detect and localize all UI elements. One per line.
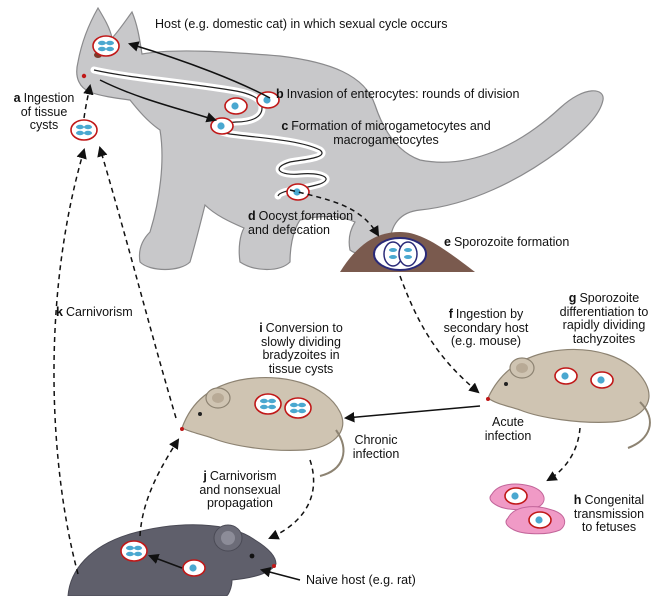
label-acute-infection: Acute infection (478, 415, 538, 443)
label-g-line4: tachyzoites (572, 331, 636, 346)
label-h-line3: to fetuses (581, 520, 637, 534)
label-d-letter: d (248, 209, 256, 223)
label-f-line1: Ingestion by (455, 307, 524, 321)
mouse-secondary-host (486, 348, 651, 449)
label-chronic-infection: Chronic infection (346, 433, 406, 461)
label-j-line3: propagation (206, 496, 274, 510)
label-a-line3: cysts (29, 118, 59, 132)
label-naive-host: Naive host (e.g. rat) (306, 573, 416, 587)
label-c-line1: Formation of microgametocytes and (291, 119, 491, 133)
label-d-line2: and defecation (248, 222, 331, 237)
label-f-line2: secondary host (443, 320, 529, 335)
acute-line2: infection (484, 428, 532, 443)
oocyst-soil-mound (340, 232, 475, 272)
label-k-letter: k (56, 305, 63, 319)
label-d-line1: Oocyst formation (258, 209, 354, 223)
label-e-letter: e (444, 235, 451, 249)
label-g-line3: rapidly dividing (562, 318, 646, 332)
label-a-letter: a (13, 91, 21, 105)
label-i-line2: slowly dividing (261, 334, 341, 349)
label-j-line1: Carnivorism (209, 469, 277, 483)
label-f-letter: f (448, 307, 453, 321)
label-i-letter: i (259, 321, 263, 335)
host-title-label: Host (e.g. domestic cat) in which sexual… (155, 17, 448, 31)
label-g-line1: Sporozoite (579, 291, 640, 305)
cycle-arrows (53, 83, 581, 581)
label-i-line4: tissue cysts (268, 361, 334, 376)
label-b-letter: b (276, 87, 284, 101)
label-a-line2: of tissue (20, 104, 68, 119)
label-h-line2: transmission (573, 506, 645, 521)
label-e-text: Sporozoite formation (453, 235, 570, 249)
rat-naive-host (67, 524, 277, 596)
label-i-line3: bradyzoites in (262, 348, 340, 362)
label-j-letter: j (203, 469, 207, 483)
label-k-text: Carnivorism (65, 305, 133, 319)
label-h-line1: Congenital (584, 493, 645, 507)
label-i-line1: Conversion to (265, 321, 343, 335)
cat-host-illustration (76, 6, 604, 271)
chronic-line2: infection (352, 446, 400, 461)
label-c-letter: c (281, 119, 289, 133)
label-c-line2: macrogametocytes (333, 132, 439, 147)
chronic-line1: Chronic (354, 433, 398, 447)
label-b-text: Invasion of enterocytes: rounds of divis… (286, 87, 520, 101)
mouse-chronic-host (180, 376, 345, 477)
label-a-line1: Ingestion (23, 91, 75, 105)
acute-line1: Acute (492, 415, 524, 429)
fetuses-illustration (489, 483, 566, 535)
label-g-letter: g (568, 291, 577, 305)
label-h-letter: h (573, 493, 582, 507)
label-f-line3: (e.g. mouse) (450, 334, 522, 348)
label-g-line2: differentiation to (559, 304, 649, 319)
label-j-line2: and nonsexual (199, 482, 281, 497)
